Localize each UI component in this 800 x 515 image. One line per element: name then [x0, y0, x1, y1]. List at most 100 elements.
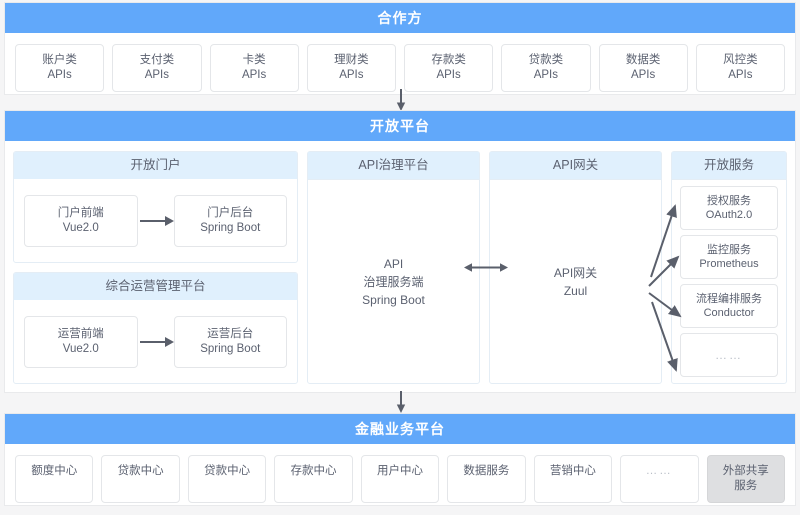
open-platform-title: 开放平台	[5, 111, 795, 141]
api-gateway-line1: API网关	[553, 265, 598, 280]
center-chip-label: 数据服务	[463, 465, 510, 477]
api-chip-label: 贷款类	[528, 54, 564, 66]
api-chip-sub: APIs	[533, 69, 559, 81]
api-gateway-title: API网关	[490, 152, 661, 180]
api-gateway-panel: API网关 API网关 Zuul	[489, 151, 662, 384]
api-chip-sub: APIs	[144, 69, 170, 81]
finance-center-row: 额度中心 贷款中心 贷款中心 存款中心 用户中心 数据服务 营销中心 ……	[5, 444, 795, 515]
open-portal-panel: 开放门户 门户前端 Vue2.0 门户后台 Spring Boot	[13, 151, 298, 263]
api-chip-data[interactable]: 数据类 APIs	[598, 44, 688, 92]
api-chip-sub: APIs	[630, 69, 656, 81]
api-chip-card[interactable]: 卡类 APIs	[209, 44, 299, 92]
arrow-right-portal	[138, 215, 174, 226]
open-services-list: 授权服务 OAuth2.0 监控服务 Prometheus 流程编排服务 Con…	[672, 180, 786, 383]
open-platform-body: 开放门户 门户前端 Vue2.0 门户后台 Spring Boot	[5, 141, 795, 394]
partner-api-row: 账户类 APIs 支付类 APIs 卡类 APIs 理财类 APIs 存款类 A…	[5, 33, 795, 104]
api-chip-sub: APIs	[728, 69, 753, 81]
api-chip-sub: APIs	[47, 69, 72, 81]
center-chip-loan-2[interactable]: 贷款中心	[187, 455, 267, 503]
api-chip-label: 账户类	[42, 54, 77, 66]
api-chip-account[interactable]: 账户类 APIs	[15, 44, 105, 92]
ops-platform-nodes: 运营前端 Vue2.0 运营后台 Spring Boot	[14, 300, 297, 383]
api-chip-wealth[interactable]: 理财类 APIs	[306, 44, 396, 92]
api-chip-label: 存款类	[431, 54, 466, 66]
service-box-oauth[interactable]: 授权服务 OAuth2.0	[680, 186, 778, 230]
finance-platform-section: 金融业务平台 额度中心 贷款中心 贷款中心 存款中心 用户中心 数据服务 营销中…	[4, 413, 796, 506]
center-chip-label: 用户中心	[376, 465, 423, 477]
ops-backend-tech: Spring Boot	[200, 342, 261, 355]
api-chip-deposit[interactable]: 存款类 APIs	[404, 44, 494, 92]
api-chip-riskcontrol[interactable]: 风控类 APIs	[695, 44, 785, 92]
ops-frontend-node[interactable]: 运营前端 Vue2.0	[24, 315, 138, 368]
api-chip-sub: APIs	[339, 69, 364, 81]
api-chip-label: 卡类	[242, 54, 266, 66]
ops-frontend-label: 运营前端	[57, 327, 104, 340]
api-governance-title: API治理平台	[308, 152, 479, 180]
partner-title: 合作方	[5, 3, 795, 33]
arrow-down-platform-to-finance	[396, 391, 406, 413]
center-chip-label: 外部共享	[722, 465, 769, 477]
service-tech: Prometheus	[699, 258, 759, 270]
service-label: 授权服务	[707, 195, 751, 207]
portal-frontend-label: 门户前端	[57, 206, 104, 219]
arrow-down-partner-to-platform	[396, 89, 406, 111]
api-governance-line2: 治理服务端	[363, 274, 424, 289]
api-governance-line3: Spring Boot	[362, 292, 425, 307]
service-tech: Conductor	[703, 307, 755, 319]
service-box-more[interactable]: ……	[680, 333, 778, 377]
center-chip-label: 贷款中心	[204, 465, 251, 477]
center-chip-label: 额度中心	[31, 465, 78, 477]
arrow-bidirectional-governance-gateway	[464, 263, 508, 272]
center-chip-data-service[interactable]: 数据服务	[447, 455, 526, 503]
portal-backend-node[interactable]: 门户后台 Spring Boot	[173, 194, 287, 247]
service-box-orchestration[interactable]: 流程编排服务 Conductor	[680, 284, 778, 328]
open-services-title: 开放服务	[672, 152, 786, 180]
api-chip-sub: APIs	[436, 69, 461, 81]
center-chip-label: 存款中心	[290, 465, 337, 477]
center-chip-external-shared[interactable]: 外部共享 服务	[706, 455, 785, 503]
finance-platform-title: 金融业务平台	[5, 414, 795, 444]
ops-backend-label: 运营后台	[207, 327, 254, 340]
portal-backend-label: 门户后台	[207, 206, 254, 219]
ops-backend-node[interactable]: 运营后台 Spring Boot	[173, 315, 287, 368]
portal-frontend-node[interactable]: 门户前端 Vue2.0	[24, 194, 138, 247]
service-box-monitoring[interactable]: 监控服务 Prometheus	[680, 235, 778, 279]
api-chip-label: 理财类	[334, 54, 369, 66]
center-chip-user[interactable]: 用户中心	[360, 455, 440, 503]
service-label: ……	[715, 348, 743, 362]
api-governance-line1: API	[383, 256, 404, 271]
service-label: 监控服务	[707, 244, 751, 256]
open-platform-section: 开放平台 开放门户 门户前端 Vue2.0 门户后台 Spring Boot	[4, 110, 796, 393]
center-chip-label: 贷款中心	[117, 465, 164, 477]
partner-section: 合作方 账户类 APIs 支付类 APIs 卡类 APIs 理财类 APIs 存…	[4, 2, 796, 95]
open-portal-nodes: 门户前端 Vue2.0 门户后台 Spring Boot	[14, 179, 297, 262]
api-chip-loan[interactable]: 贷款类 APIs	[501, 44, 591, 92]
api-chip-payment[interactable]: 支付类 APIs	[112, 44, 202, 92]
service-label: 流程编排服务	[696, 293, 762, 305]
api-gateway-line2: Zuul	[563, 283, 588, 298]
center-chip-sub: 服务	[734, 480, 758, 492]
portal-column: 开放门户 门户前端 Vue2.0 门户后台 Spring Boot	[13, 151, 298, 384]
center-chip-deposit[interactable]: 存款中心	[274, 455, 353, 503]
center-chip-label: ……	[645, 465, 673, 477]
api-chip-label: 风控类	[723, 54, 758, 66]
api-chip-label: 支付类	[139, 54, 175, 66]
center-chip-label: 营销中心	[549, 465, 596, 477]
center-chip-more[interactable]: ……	[620, 455, 699, 503]
portal-backend-tech: Spring Boot	[200, 221, 261, 234]
arrow-right-ops	[138, 336, 174, 347]
ops-frontend-tech: Vue2.0	[62, 342, 99, 355]
api-governance-body: API 治理服务端 Spring Boot	[308, 180, 479, 383]
api-chip-sub: APIs	[241, 69, 267, 81]
open-portal-title: 开放门户	[14, 152, 297, 179]
center-chip-credit-limit[interactable]: 额度中心	[15, 455, 94, 503]
api-governance-panel: API治理平台 API 治理服务端 Spring Boot	[307, 151, 480, 384]
ops-platform-panel: 综合运营管理平台 运营前端 Vue2.0 运营后台 Spring Boot	[13, 272, 298, 384]
center-chip-loan-1[interactable]: 贷款中心	[101, 455, 180, 503]
api-chip-label: 数据类	[625, 54, 661, 66]
ops-platform-title: 综合运营管理平台	[14, 273, 297, 300]
service-tech: OAuth2.0	[705, 209, 753, 221]
api-gateway-body: API网关 Zuul	[490, 180, 661, 383]
center-chip-marketing[interactable]: 营销中心	[533, 455, 613, 503]
